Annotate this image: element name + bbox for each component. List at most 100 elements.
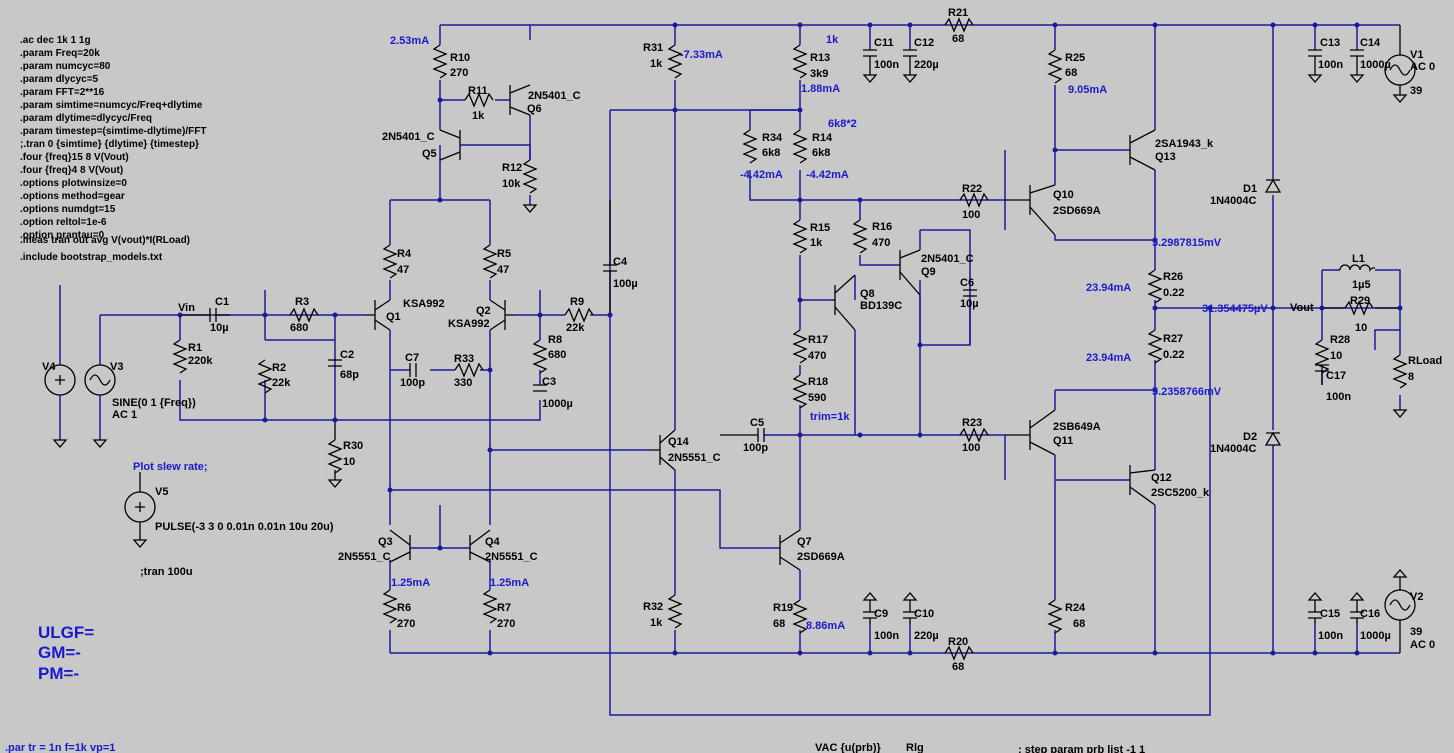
part-value: 100p [400, 377, 425, 389]
directive-line[interactable]: .option reltol=1e-6 [20, 217, 107, 228]
part-name: D2 [1243, 431, 1257, 443]
part-value: 2N5551_C [668, 452, 721, 464]
part-value: 10 [1330, 350, 1342, 362]
part-name: R28 [1330, 334, 1350, 346]
spice-directives[interactable]: .ac dec 1k 1 1g .param Freq=20k .param n… [20, 35, 206, 263]
part-name: C16 [1360, 608, 1380, 620]
directive-line[interactable]: .param Freq=20k [20, 48, 100, 59]
part-name: Q8 [860, 288, 875, 300]
footer-directives[interactable]: .par tr = 1n f=1k vp=1 VAC {u(prb)} Rlg … [5, 742, 1145, 753]
part-value: 100p [743, 442, 768, 454]
part-value: 1k [810, 237, 823, 249]
meas-r34: -4.42mA [740, 169, 783, 181]
directive-line[interactable]: ;.tran 0 {simtime} {dlytime} {timestep} [20, 139, 199, 150]
part-value: 68 [952, 33, 964, 45]
part-value: 100µ [613, 278, 638, 290]
note-r13: 1k [826, 34, 839, 46]
part-value: 470 [872, 237, 890, 249]
part-name: C3 [542, 376, 556, 388]
part-name: R22 [962, 183, 982, 195]
part-name: R6 [397, 602, 411, 614]
part-name: R13 [810, 52, 830, 64]
part-value: 10k [502, 178, 521, 190]
note-trim: trim=1k [810, 411, 850, 423]
part-value: 220k [188, 355, 213, 367]
footer-param: .par tr = 1n f=1k vp=1 [5, 742, 115, 753]
part-name: R15 [810, 222, 830, 234]
directive-line[interactable]: .options plotwinsize=0 [20, 178, 127, 189]
part-name: C6 [960, 277, 974, 289]
directive-line[interactable]: .param numcyc=80 [20, 61, 111, 72]
meas-r14: -4.42mA [806, 169, 849, 181]
part-name: R12 [502, 162, 522, 174]
source-symbols [44, 25, 1416, 653]
footer-vac: VAC {u(prb)} [815, 742, 882, 753]
part-value: 68 [1073, 618, 1085, 630]
part-value: 2SD669A [797, 551, 845, 563]
loop-results: ULGF= GM=- PM=- [38, 623, 94, 683]
part-name: Q12 [1151, 472, 1172, 484]
directive-meas[interactable]: .meas tran out avg V(vout)*I(RLoad) [20, 235, 190, 246]
directive-line[interactable]: .four {freq}4 8 V(Vout) [20, 165, 123, 176]
part-name: C12 [914, 37, 934, 49]
directive-line[interactable]: .option prantau=0 [20, 230, 105, 241]
part-name: R2 [272, 362, 286, 374]
directive-line[interactable]: .options method=gear [20, 191, 125, 202]
part-value: 100n [874, 59, 899, 71]
part-name: Q7 [797, 536, 812, 548]
part-name: Q2 [476, 305, 491, 317]
part-value: 8 [1408, 371, 1414, 383]
part-value: 330 [454, 377, 472, 389]
part-name: R14 [812, 132, 833, 144]
directive-line[interactable]: .param dlytime=dlycyc/Freq [20, 113, 152, 124]
part-value: KSA992 [448, 318, 490, 330]
part-name: R18 [808, 376, 828, 388]
part-name: R17 [808, 334, 828, 346]
part-name: R1 [188, 342, 202, 354]
meas-r26: 23.94mA [1086, 282, 1131, 294]
directive-include[interactable]: .include bootstrap_models.txt [20, 252, 163, 263]
directive-line[interactable]: .param dlycyc=5 [20, 74, 99, 85]
meas-r7: 1.25mA [490, 577, 529, 589]
part-name: D1 [1243, 183, 1257, 195]
part-value: 270 [497, 618, 515, 630]
part-value: 0.22 [1163, 349, 1184, 361]
part-name: R24 [1065, 602, 1086, 614]
directive-line[interactable]: .ac dec 1k 1 1g [20, 35, 91, 46]
v4-name: V4 [42, 361, 56, 373]
part-value: 2N5401_C [921, 253, 974, 265]
directive-line[interactable]: .param timestep=(simtime-dlytime)/FFT [20, 126, 206, 137]
inductor-and-diodes [1264, 178, 1376, 446]
part-value: 680 [290, 322, 308, 334]
source-labels: V4 V3 SINE(0 1 {Freq}) AC 1 Plot slew ra… [42, 49, 1435, 651]
capacitor-symbols [180, 49, 1364, 625]
part-value: 220µ [914, 59, 939, 71]
footer-step: ; step param prb list -1 1 [1018, 744, 1145, 753]
directive-line[interactable]: .param simtime=numcyc/Freq+dlytime [20, 100, 203, 111]
part-value: 1k [650, 58, 663, 70]
part-value: 1N4004C [1210, 443, 1257, 455]
part-name: R33 [454, 353, 474, 365]
meas-r10: 2.53mA [390, 35, 429, 47]
part-name: C5 [750, 417, 764, 429]
part-value: KSA992 [403, 298, 445, 310]
part-value: 680 [548, 349, 566, 361]
part-value: 1000µ [542, 398, 573, 410]
part-name: C15 [1320, 608, 1340, 620]
part-value: 220µ [914, 630, 939, 642]
part-name: R21 [948, 7, 968, 19]
v5-title: Plot slew rate; [133, 461, 208, 473]
part-value: 2N5401_C [382, 131, 435, 143]
wires [59, 24, 1401, 716]
part-name: C10 [914, 608, 934, 620]
part-value: 1µ5 [1352, 279, 1371, 291]
directive-line[interactable]: .param FFT=2**16 [20, 87, 105, 98]
part-name: C1 [215, 296, 229, 308]
part-value: 1000µ [1360, 630, 1391, 642]
part-name: Q14 [668, 436, 690, 448]
result-gm: GM=- [38, 643, 81, 662]
directive-line[interactable]: .four {freq}15 8 V(Vout) [20, 152, 129, 163]
directive-line[interactable]: .options numdgt=15 [20, 204, 116, 215]
